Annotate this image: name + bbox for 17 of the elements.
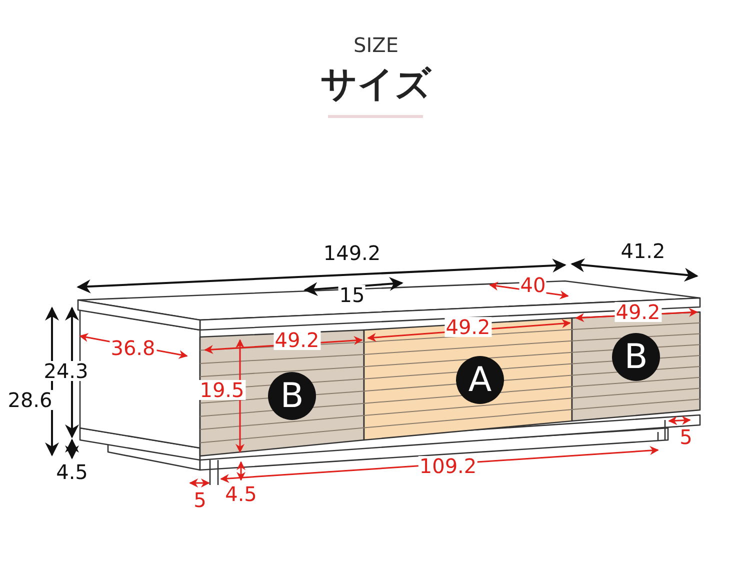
dimension-label: 49.2 [274,330,320,350]
dimension-label: 36.8 [110,338,156,358]
dimension-label: 40 [519,275,547,295]
dimension-label: 49.2 [444,317,492,337]
dimension-label: 4.5 [224,484,258,504]
dimension-label: 49.2 [614,302,662,322]
dimension-label: 4.5 [55,462,89,482]
dimension-label: 41.2 [620,241,666,261]
heading-subtitle: SIZE [354,35,398,55]
dimension-label: 28.6 [6,390,54,410]
dimension-label: 19.5 [198,380,246,400]
dimension-label: 15 [338,285,366,305]
dimension-label: 5 [678,427,694,447]
dimension-label: 5 [192,490,208,510]
heading-title: サイズ [320,66,432,102]
dimension-label: 24.3 [42,361,90,381]
dimension-label: 109.2 [418,456,478,476]
